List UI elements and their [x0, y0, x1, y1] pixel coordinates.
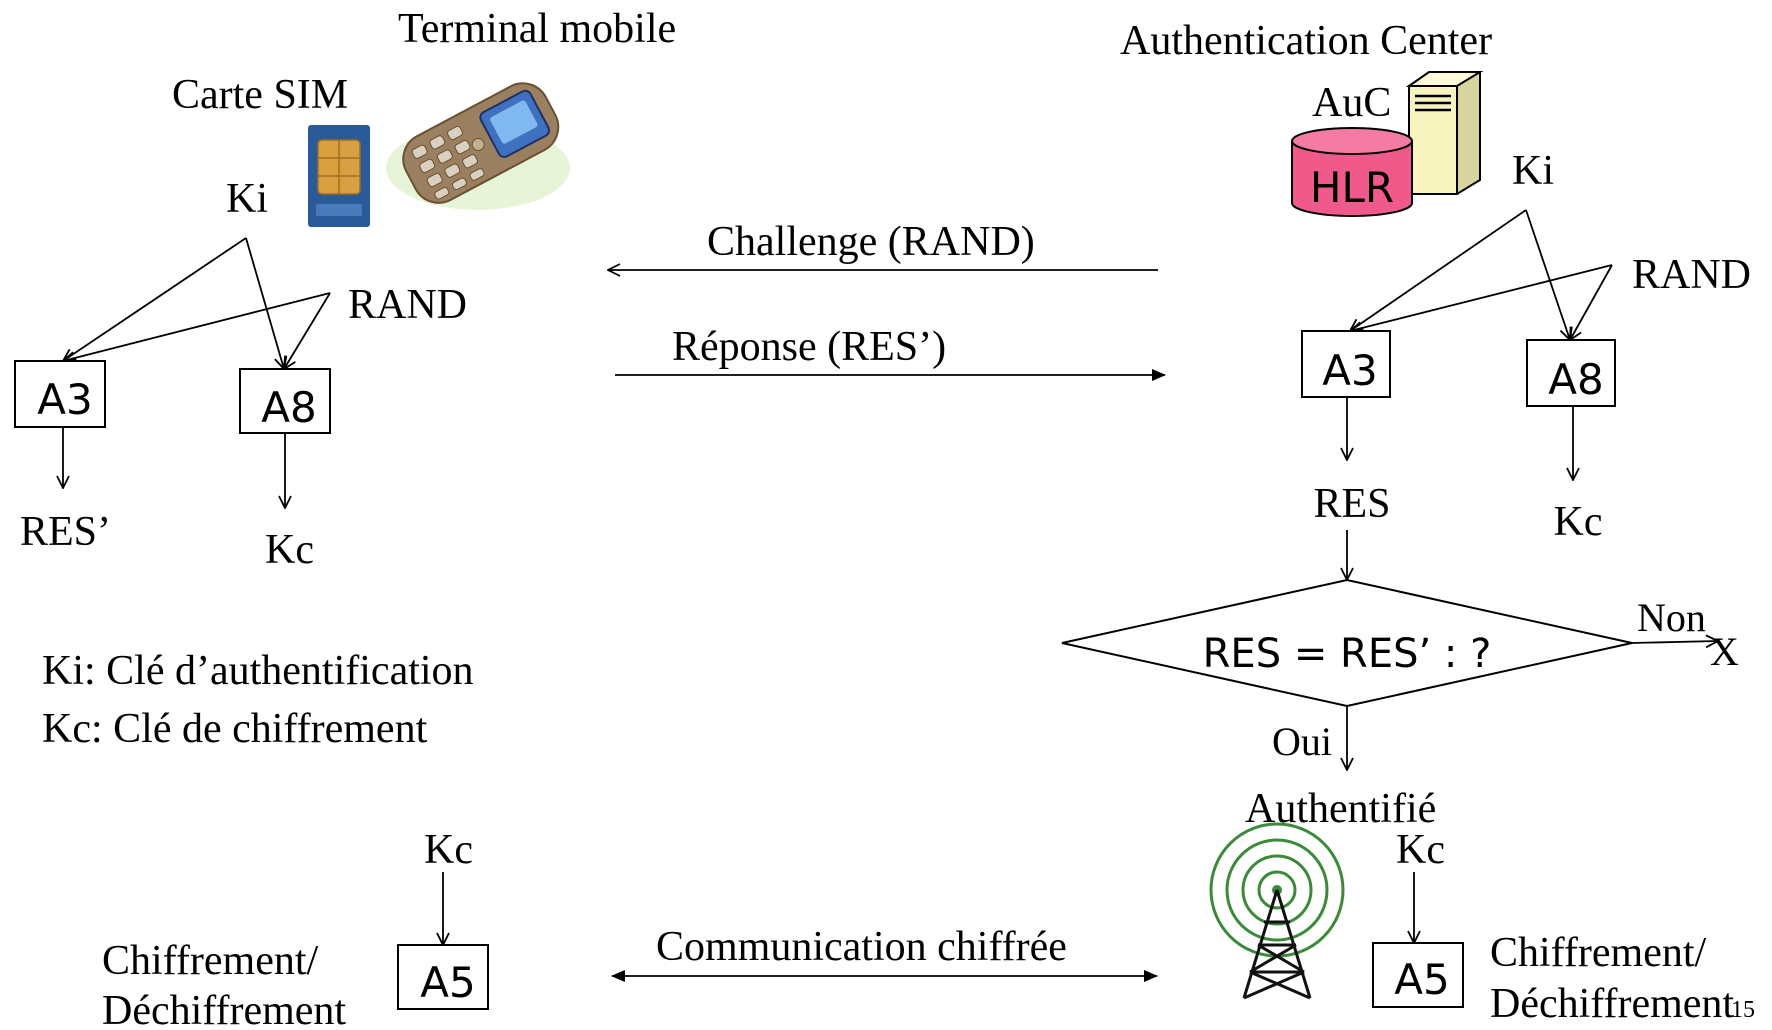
- auc-a3-box: [1301, 330, 1391, 398]
- mobile-res-prime-label: RES’: [20, 509, 111, 555]
- non-label: Non: [1637, 595, 1706, 640]
- auc-ki-to-a8-arrow: [1525, 209, 1570, 340]
- auc-title: Authentication Center: [1120, 18, 1492, 64]
- terminal-mobile-label: Terminal mobile: [398, 6, 676, 52]
- auc-rand-to-a3-arrow: [1350, 264, 1613, 331]
- auc-rand-label: RAND: [1632, 252, 1751, 298]
- sim-card-icon: [308, 125, 370, 227]
- auc-rand-to-a8-arrow: [1570, 264, 1613, 340]
- legend-ki-definition: Ki: Clé d’authentification: [42, 648, 474, 694]
- mobile-cipher-line2: Déchiffrement: [102, 988, 346, 1030]
- reject-x-label: X: [1710, 629, 1739, 674]
- non-arrow: [1631, 641, 1718, 643]
- mobile-kc-label: Kc: [265, 527, 314, 573]
- mobile-a3-label: A3: [37, 375, 92, 424]
- mobile-a5-label: A5: [420, 958, 475, 1007]
- rand-to-a8-arrow: [284, 292, 331, 369]
- auc-a8-label: A8: [1548, 355, 1603, 404]
- auc-a5-box: [1372, 942, 1464, 1008]
- mobile-ki-label: Ki: [226, 176, 268, 222]
- mobile-a8-box: [239, 368, 331, 434]
- auc-a8-box: [1526, 339, 1616, 407]
- challenge-label: Challenge (RAND): [707, 219, 1035, 265]
- legend-kc-definition: Kc: Clé de chiffrement: [42, 706, 428, 752]
- auc-cipher-line1: Chiffrement/: [1490, 930, 1707, 976]
- auc-a3-label: A3: [1322, 346, 1377, 395]
- mobile-phone-icon: [386, 82, 570, 210]
- communication-label: Communication chiffrée: [656, 924, 1067, 970]
- oui-label: Oui: [1272, 719, 1332, 764]
- hlr-label: HLR: [1310, 163, 1394, 212]
- ki-to-a8-arrow: [245, 237, 284, 369]
- auc-cipher-line2: Déchiffrement: [1490, 981, 1734, 1027]
- hlr-database-icon: [1291, 127, 1413, 217]
- decision-label: RES = RES’ : ?: [1203, 631, 1492, 677]
- page-number: 15: [1731, 997, 1755, 1023]
- auc-kc-label: Kc: [1554, 499, 1603, 545]
- mobile-kc2-label: Kc: [424, 827, 473, 873]
- auc-kc2-label: Kc: [1396, 827, 1445, 873]
- mobile-rand-label: RAND: [348, 282, 467, 328]
- mobile-a5-box: [397, 944, 489, 1010]
- ki-to-a3-arrow: [63, 237, 247, 361]
- auc-label: AuC: [1312, 80, 1391, 126]
- rand-to-a3-arrow: [63, 292, 331, 361]
- mobile-cipher-line1: Chiffrement/: [102, 938, 319, 984]
- mobile-a3-box: [14, 360, 106, 428]
- mobile-a8-label: A8: [261, 383, 316, 432]
- antenna-tower-icon: [1209, 822, 1345, 1000]
- auc-res-label: RES: [1313, 481, 1390, 527]
- auc-ki-to-a3-arrow: [1350, 209, 1527, 331]
- response-label: Réponse (RES’): [672, 324, 946, 370]
- server-icon: [1405, 71, 1484, 195]
- auc-ki-label: Ki: [1512, 148, 1554, 194]
- sim-card-label: Carte SIM: [172, 72, 348, 118]
- auc-a5-label: A5: [1394, 955, 1449, 1004]
